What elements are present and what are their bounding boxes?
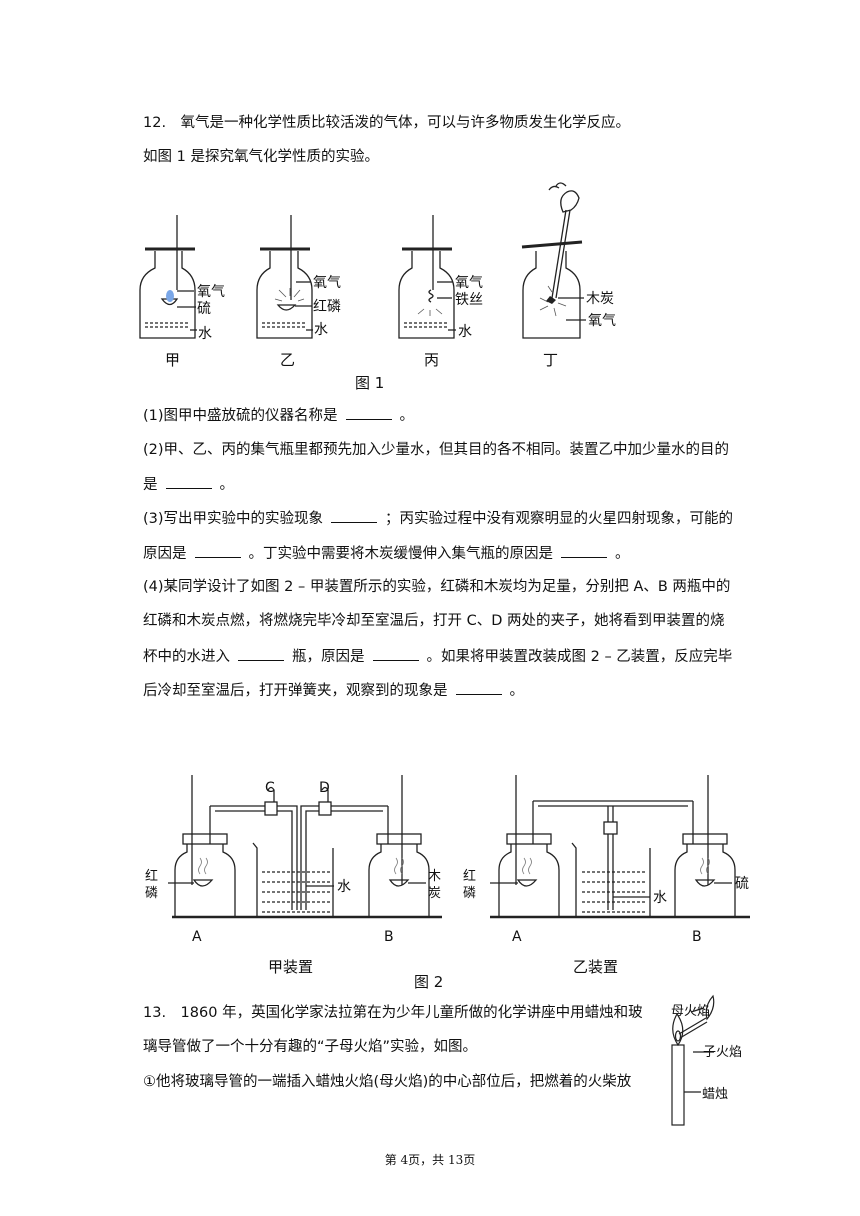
yi-bottle-a-label: A <box>512 929 522 945</box>
jia-charcoal-label-1: 木 <box>428 869 441 884</box>
apparatus-yi <box>490 775 750 919</box>
jia-bottle-a-label: A <box>192 929 202 945</box>
ding-charcoal-label: 木炭 <box>586 291 614 307</box>
jia-charcoal-label-2: 炭 <box>428 886 441 901</box>
bing-wire-label: 铁丝 <box>455 292 483 308</box>
answer-blank[interactable] <box>561 543 607 558</box>
ding-label: 丁 <box>543 351 558 369</box>
figure-2-caption: 图 2 <box>414 973 443 991</box>
candle-figure <box>671 994 715 1126</box>
jia-water-label-fig2: 水 <box>337 879 351 895</box>
answer-blank[interactable] <box>372 646 419 661</box>
bottle-ding <box>521 182 586 339</box>
q12-intro-line2: 如图 1 是探究氧气化学性质的实验。 <box>143 149 379 165</box>
bottle-yi <box>256 215 313 339</box>
answer-blank[interactable] <box>194 543 241 558</box>
q12-part4-line4: 后冷却至室温后，打开弹簧夹，观察到的现象是。 <box>143 680 524 701</box>
bing-oxygen-label: 氧气 <box>455 275 483 291</box>
page-footer: 第 4页，共 13页 <box>384 1153 476 1167</box>
q12-part2-line2: 是。 <box>143 474 234 495</box>
q13-line1: 13. 1860 年，英国化学家法拉第在为少年儿童所做的化学讲座中用蜡烛和玻 <box>143 1005 643 1021</box>
jia-oxygen-label: 氧气 <box>197 284 225 300</box>
bottle-bing <box>398 215 456 339</box>
answer-blank[interactable] <box>331 508 378 523</box>
yi-phosphorus-label-2: 磷 <box>463 886 476 901</box>
q12-part1: (1)图甲中盛放硫的仪器名称是。 <box>143 405 414 426</box>
answer-blank[interactable] <box>345 405 392 420</box>
q12-part3-line1: (3)写出甲实验中的实验现象；丙实验过程中没有观察明显的火星四射现象，可能的 <box>143 508 733 529</box>
answer-blank[interactable] <box>238 646 284 661</box>
jia-bottle-b-label: B <box>384 929 394 945</box>
figure-1-caption: 图 1 <box>355 374 384 392</box>
yi-phosphorus-label-1: 红 <box>463 868 476 884</box>
answer-blank[interactable] <box>455 680 502 695</box>
yi-label: 乙 <box>280 351 295 369</box>
q12-intro-line1: 12. 氧气是一种化学性质比较活泼的气体，可以与许多物质发生化学反应。 <box>143 115 631 131</box>
q12-part4-line1: (4)某同学设计了如图 2 – 甲装置所示的实验，红磷和木炭均为足量，分别把 A… <box>143 579 731 595</box>
clip-d-label: D <box>319 780 330 796</box>
q12-part4-line3: 杯中的水进入瓶，原因是。如果将甲装置改装成图 2 – 乙装置，反应完毕 <box>143 646 732 667</box>
mother-flame-label: 母火焰 <box>671 1004 710 1019</box>
jia-sulfur-label: 硫 <box>197 301 211 317</box>
yi-oxygen-label: 氧气 <box>313 275 341 291</box>
bottle-jia <box>139 215 197 339</box>
q13-line2: 璃导管做了一个十分有趣的“子母火焰”实验，如图。 <box>143 1039 478 1055</box>
q13-line3: ①他将玻璃导管的一端插入蜡烛火焰(母火焰)的中心部位后，把燃着的火柴放 <box>143 1074 632 1090</box>
answer-blank[interactable] <box>165 474 212 489</box>
clip-c-label: C <box>265 780 275 796</box>
yi-water-label-fig2: 水 <box>653 890 667 906</box>
yi-phosphorus-label: 红磷 <box>313 299 341 315</box>
child-flame-label: 子火焰 <box>703 1045 742 1060</box>
yi-sulfur-label: 硫 <box>735 876 749 892</box>
q12-part3-line2: 原因是。丁实验中需要将木炭缓慢伸入集气瓶的原因是。 <box>143 543 630 564</box>
apparatus-jia <box>168 775 442 919</box>
bing-water-label: 水 <box>458 324 472 340</box>
jia-apparatus-name: 甲装置 <box>268 958 313 976</box>
yi-water-label: 水 <box>314 322 328 338</box>
q12-part4-line2: 红磷和木炭点燃，将燃烧完毕冷却至室温后，打开 C、D 两处的夹子，她将看到甲装置… <box>143 613 725 629</box>
jia-label: 甲 <box>165 351 180 369</box>
jia-phosphorus-label-1: 红 <box>145 868 158 884</box>
jia-phosphorus-label-2: 磷 <box>145 886 158 901</box>
q12-part2-line1: (2)甲、乙、丙的集气瓶里都预先加入少量水，但其目的各不相同。装置乙中加少量水的… <box>143 442 730 458</box>
yi-bottle-b-label: B <box>692 929 702 945</box>
yi-apparatus-name: 乙装置 <box>573 958 618 976</box>
bing-label: 丙 <box>424 351 439 369</box>
ding-oxygen-label: 氧气 <box>588 313 616 329</box>
candle-label: 蜡烛 <box>702 1087 728 1102</box>
jia-water-label: 水 <box>198 326 212 342</box>
